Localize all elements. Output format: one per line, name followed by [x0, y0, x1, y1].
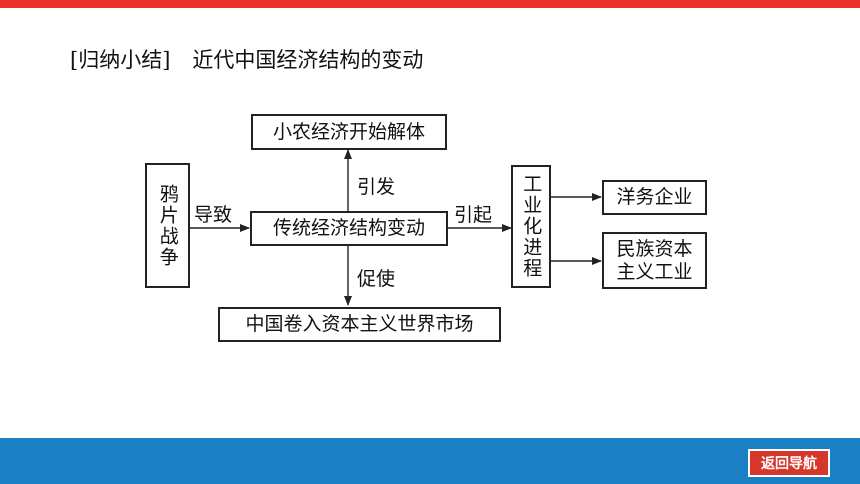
label-cause: 引起: [454, 204, 493, 226]
node-world-market-label: 中国卷入资本主义世界市场: [245, 313, 474, 336]
node-world-market: 中国卷入资本主义世界市场: [218, 307, 501, 342]
node-national-label-line1: 民族资本: [616, 238, 693, 261]
node-opium-war-label: 鸦片战争: [156, 183, 179, 268]
node-westernization-enterprise: 洋务企业: [602, 180, 707, 215]
node-national-label-line2: 主义工业: [616, 260, 693, 283]
node-traditional-label: 传统经济结构变动: [272, 217, 425, 240]
node-national-capitalism: 民族资本 主义工业: [602, 232, 707, 289]
page-title: [归纳小结] 近代中国经济结构的变动: [70, 44, 423, 74]
node-industrialization-label: 工业化进程: [520, 174, 543, 279]
node-traditional-economy: 传统经济结构变动: [250, 211, 448, 246]
title-text: 近代中国经济结构的变动: [192, 48, 424, 72]
node-industrialization: 工业化进程: [511, 165, 551, 288]
top-accent-bar: [0, 0, 860, 8]
summary-tag: [归纳小结]: [70, 48, 171, 72]
label-lead-to: 导致: [194, 204, 233, 226]
node-opium-war: 鸦片战争: [145, 163, 190, 288]
node-westernization-label: 洋务企业: [616, 186, 693, 209]
label-trigger: 引发: [357, 176, 396, 198]
label-prompt: 促使: [357, 268, 396, 290]
back-to-nav-button[interactable]: 返回导航: [748, 449, 830, 477]
node-small-farmer-label: 小农经济开始解体: [272, 120, 425, 143]
node-small-farmer-economy: 小农经济开始解体: [251, 114, 447, 150]
bottom-bar: [0, 438, 860, 484]
